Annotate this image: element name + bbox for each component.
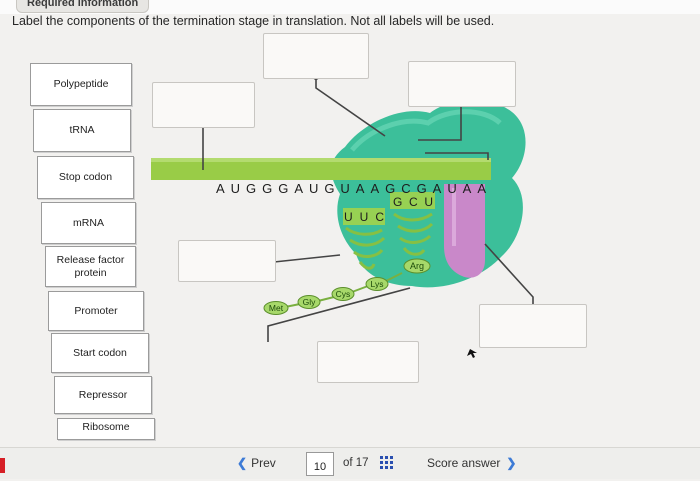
anticodon-2: GCU xyxy=(393,195,433,209)
amino-acid-arg-label: Arg xyxy=(410,261,424,271)
peptide-bond-2 xyxy=(317,296,335,302)
drop-target-4[interactable] xyxy=(178,240,276,282)
score-answer-label: Score answer xyxy=(427,456,501,470)
label-repressor[interactable]: Repressor xyxy=(54,376,152,414)
page-total: of 17 xyxy=(343,457,369,469)
label-ribosome[interactable]: Ribosome xyxy=(57,418,155,440)
chevron-right-icon: ❯ xyxy=(506,456,517,470)
amino-acid-cys-label: Cys xyxy=(336,289,351,299)
label-mrna[interactable]: mRNA xyxy=(41,202,136,244)
label-start-codon[interactable]: Start codon xyxy=(51,333,149,373)
prev-button[interactable]: ❮Prev xyxy=(237,456,276,470)
amino-acid-met-label: Met xyxy=(269,303,284,313)
drop-target-3[interactable] xyxy=(152,82,255,128)
label-promoter[interactable]: Promoter xyxy=(48,291,144,331)
red-indicator xyxy=(0,458,5,473)
drop-target-1[interactable] xyxy=(263,33,369,79)
prev-label: Prev xyxy=(251,456,276,470)
grid-icon[interactable] xyxy=(380,456,394,470)
drop-target-5[interactable] xyxy=(479,304,587,348)
amino-acid-arg xyxy=(403,258,431,274)
required-information-tab[interactable]: Required information xyxy=(16,0,150,13)
current-page: 10 xyxy=(313,461,327,473)
release-factor-protein xyxy=(444,184,485,278)
label-stop-codon[interactable]: Stop codon xyxy=(37,156,134,199)
label-ribosome-text: Ribosome xyxy=(82,421,130,433)
drop-target-2[interactable] xyxy=(408,61,516,107)
label-polypeptide[interactable]: Polypeptide xyxy=(30,63,132,106)
top-strip xyxy=(0,0,700,14)
amino-acid-gly xyxy=(297,295,321,309)
drop-target-6[interactable] xyxy=(317,341,419,383)
label-trna[interactable]: tRNA xyxy=(33,109,131,152)
question-instruction: Label the components of the termination … xyxy=(12,14,495,28)
amino-acid-cys xyxy=(331,287,355,301)
trna-left xyxy=(343,208,386,270)
amino-acid-gly-label: Gly xyxy=(303,297,317,307)
anticodon-1: UUC xyxy=(344,210,384,224)
amino-acid-met xyxy=(263,301,289,315)
peptide-bond-3 xyxy=(351,285,369,293)
bottom-nav-bar xyxy=(0,447,700,479)
score-answer-button[interactable]: Score answer ❯ xyxy=(427,456,516,470)
label-release-factor-protein[interactable]: Release factor protein xyxy=(45,246,136,287)
amino-acid-lys xyxy=(365,277,389,291)
page-number-box[interactable]: 10 xyxy=(306,452,334,476)
leader-lines xyxy=(202,77,534,342)
mrna-strand xyxy=(151,158,491,180)
peptide-bond-4 xyxy=(385,272,403,282)
amino-acid-lys-label: Lys xyxy=(371,279,384,289)
trna-right xyxy=(390,192,435,256)
chevron-left-icon: ❮ xyxy=(237,456,248,470)
mouse-cursor-icon xyxy=(467,349,477,358)
